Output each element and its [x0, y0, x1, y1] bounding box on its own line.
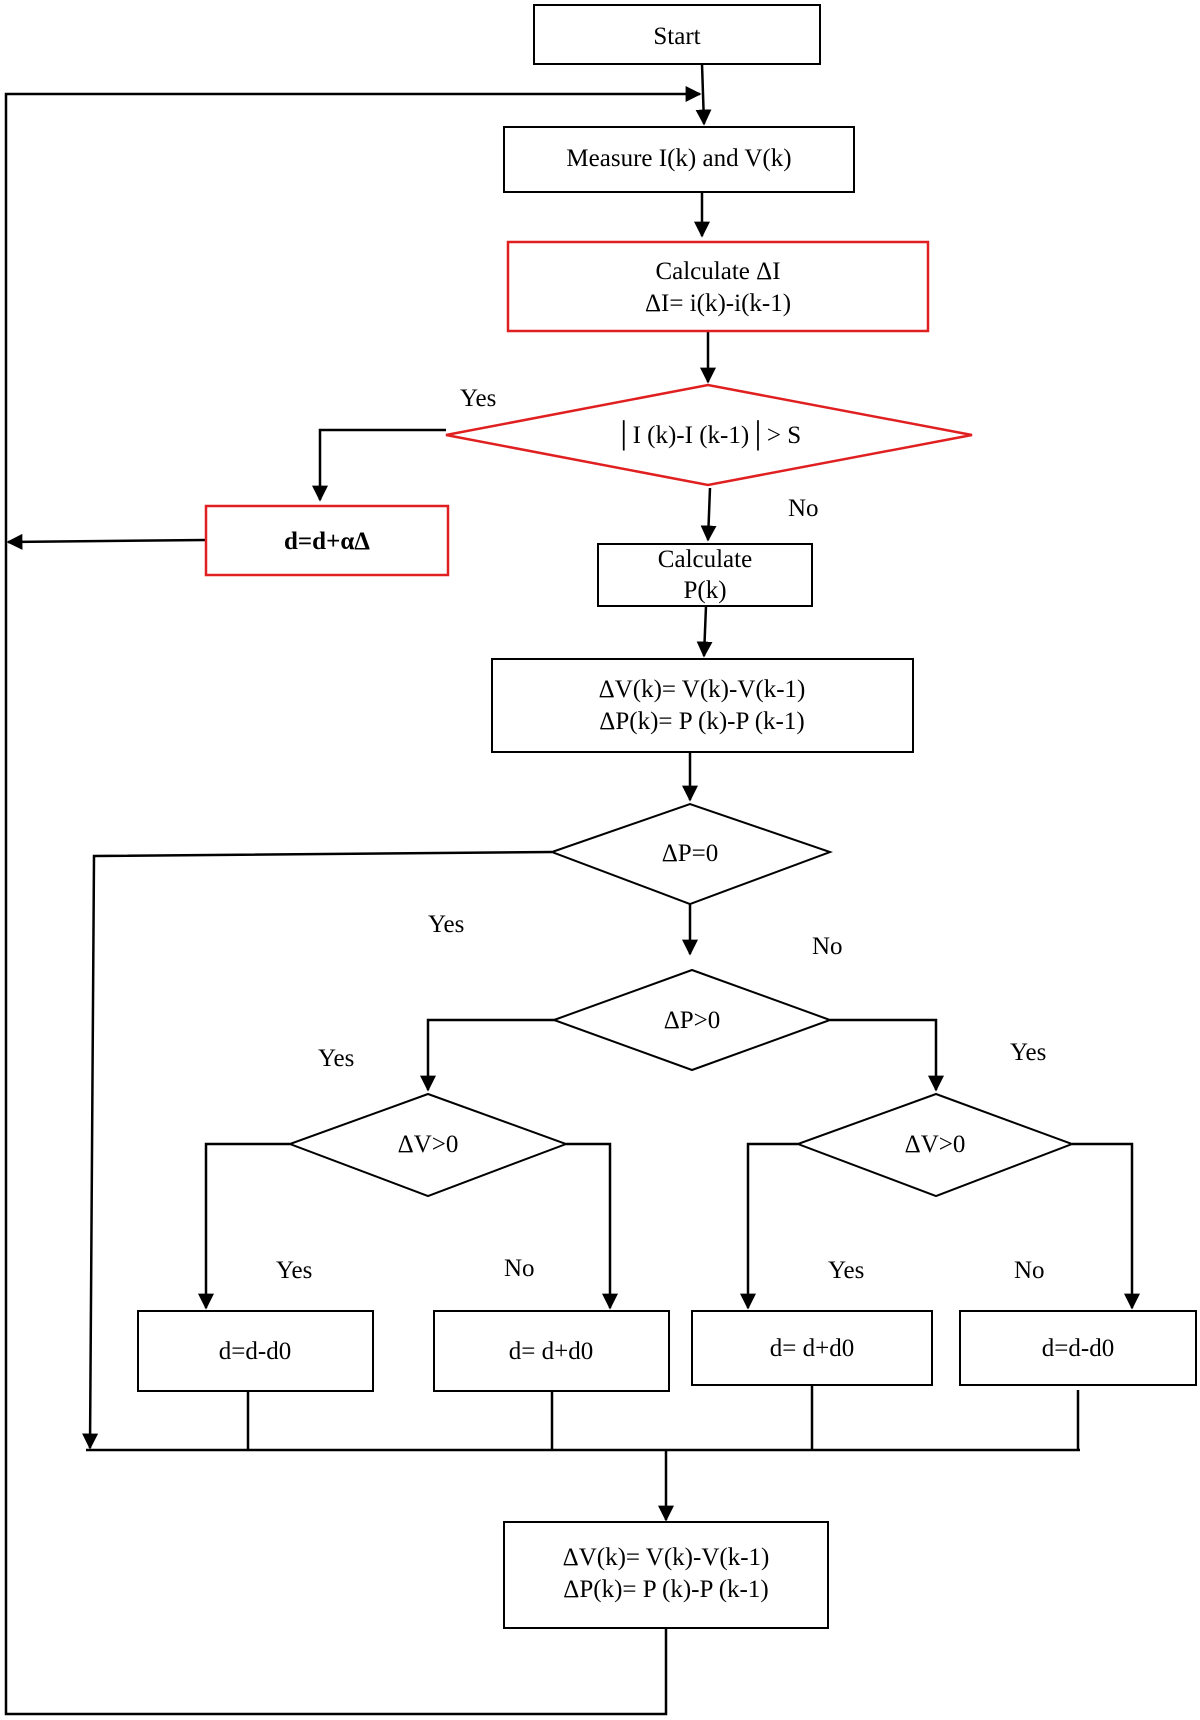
node-calc-p: Calculate P(k)	[597, 543, 813, 607]
edge-labels: Yes No Yes No Yes Yes Yes No Yes No	[276, 385, 1046, 1284]
node-delta-vp-2-line2: ΔP(k)= P (k)-P (k-1)	[563, 1576, 768, 1603]
decision-dv-left: ΔV>0	[287, 1092, 569, 1198]
label-yes-dv-right: Yes	[828, 1257, 864, 1284]
node-start-label: Start	[653, 23, 700, 50]
node-measure: Measure I(k) and V(k)	[503, 126, 855, 193]
decision-dv-right: ΔV>0	[795, 1092, 1075, 1198]
node-delta-vp-2: ΔV(k)= V(k)-V(k-1) ΔP(k)= P (k)-P (k-1)	[503, 1521, 829, 1629]
arrow-dp-pos-right	[830, 1018, 944, 1092]
node-action-2-label: d= d+d0	[509, 1338, 593, 1365]
node-action-3: d= d+d0	[691, 1310, 933, 1386]
node-action-2: d= d+d0	[433, 1310, 670, 1392]
node-action-3-label: d= d+d0	[770, 1335, 854, 1362]
node-delta-vp-1-line1: ΔV(k)= V(k)-V(k-1)	[599, 676, 806, 703]
arrow-dp-pos-left	[420, 1018, 556, 1092]
label-yes-dp-pos-right: Yes	[1010, 1039, 1046, 1066]
label-yes-dv-left: Yes	[276, 1257, 312, 1284]
node-calc-di-line2: ΔI= i(k)-i(k-1)	[645, 290, 791, 317]
label-no-dv-right: No	[1014, 1257, 1045, 1284]
arrow-dp-zero-yes	[82, 850, 553, 1450]
label-no-dp-zero: No	[812, 933, 843, 960]
arrow-dv-left-yes	[198, 1142, 290, 1310]
label-yes-dp-zero: Yes	[428, 911, 464, 938]
decision-dp-pos: ΔP>0	[551, 968, 833, 1072]
label-no-di: No	[788, 495, 819, 522]
node-calc-di-line1: Calculate ΔI	[655, 258, 780, 285]
arrow-update-to-loop	[6, 533, 207, 550]
arrow-decision-yes-to-update	[312, 428, 446, 502]
node-update-d-alpha: d=d+αΔ	[204, 504, 450, 577]
node-update-d-alpha-label: d=d+αΔ	[284, 528, 370, 555]
arrow-calc-p-to-delta	[696, 605, 713, 658]
decision-di-label: │I (k)-I (k-1)│> S	[615, 420, 801, 451]
arrow-dv-right-yes	[740, 1142, 798, 1310]
node-action-1: d=d-d0	[137, 1310, 374, 1392]
arrow-dv-left-no	[566, 1142, 618, 1310]
node-calc-p-line2: P(k)	[683, 577, 726, 604]
arrow-start-to-measure	[695, 63, 712, 126]
node-action-1-label: d=d-d0	[219, 1338, 291, 1365]
node-delta-vp-1-line2: ΔP(k)= P (k)-P (k-1)	[599, 708, 804, 735]
decision-dv-right-label: ΔV>0	[905, 1131, 966, 1158]
decision-dp-zero: ΔP=0	[549, 802, 833, 906]
node-delta-vp-2-line1: ΔV(k)= V(k)-V(k-1)	[563, 1544, 770, 1571]
decision-di: │I (k)-I (k-1)│> S	[445, 383, 973, 487]
node-measure-label: Measure I(k) and V(k)	[566, 145, 791, 172]
node-calc-p-line1: Calculate	[658, 546, 752, 573]
arrow-dv-right-no	[1072, 1142, 1140, 1310]
label-yes-di: Yes	[460, 385, 496, 412]
connectors	[4, 63, 1140, 1716]
decision-dp-pos-label: ΔP>0	[664, 1007, 721, 1034]
arrow-decision-no-to-calc-p	[700, 487, 717, 542]
decision-dv-left-label: ΔV>0	[398, 1131, 459, 1158]
loop-back-line	[4, 86, 702, 1716]
label-yes-dp-pos-left: Yes	[318, 1045, 354, 1072]
node-action-4: d=d-d0	[959, 1310, 1197, 1386]
node-calc-di: Calculate ΔI ΔI= i(k)-i(k-1)	[506, 240, 930, 333]
label-no-dv-left: No	[504, 1255, 535, 1282]
decision-dp-zero-label: ΔP=0	[662, 840, 719, 867]
node-action-4-label: d=d-d0	[1042, 1335, 1114, 1362]
node-delta-vp-1: ΔV(k)= V(k)-V(k-1) ΔP(k)= P (k)-P (k-1)	[491, 658, 914, 753]
node-start: Start	[533, 4, 821, 65]
